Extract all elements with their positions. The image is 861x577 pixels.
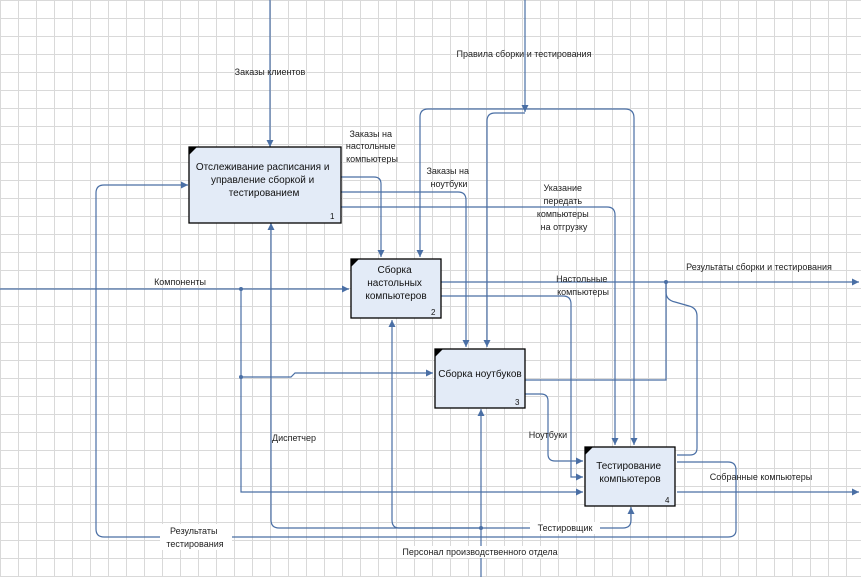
svg-text:Сборка ноутбуков: Сборка ноутбуков	[438, 368, 521, 380]
svg-text:Тестирование компьютеров: Тестирование компьютеров	[596, 461, 664, 485]
arrow-b4-results-loop[interactable]	[665, 282, 698, 456]
block-title-line: настольных	[367, 278, 422, 289]
label-laptop-orders: Заказы на ноутбуки	[426, 166, 471, 189]
block-tracking-management[interactable]: Отслеживание расписания и управление сбо…	[188, 146, 342, 224]
arrow-tester[interactable]	[481, 507, 635, 529]
block-title-line: Сборка ноутбуков	[438, 368, 521, 380]
arrow-rules-to-b3[interactable]	[483, 112, 525, 347]
label-components: Компоненты	[154, 277, 206, 287]
arrow-laptop-orders[interactable]	[341, 191, 470, 347]
label-desktop-orders: Заказы на настольные компьютеры	[346, 129, 398, 164]
block-title-line: тестированием	[229, 188, 300, 199]
label-test-results: Результаты тестирования	[166, 526, 223, 549]
junction-dot	[239, 375, 243, 379]
block-title-line: управление сборкой и	[211, 174, 314, 186]
block-number: 2	[431, 308, 436, 317]
arrow-labels: Заказы клиентов Правила сборки и тестиро…	[154, 49, 832, 558]
svg-text:Отслеживание расписания и: Отслеживание расписания и управление сбо…	[196, 162, 332, 199]
label-ship-instruction: Указание передать компьютеры на отгрузку	[537, 183, 591, 232]
arrow-rules-to-b4[interactable]	[525, 108, 638, 445]
arrow-rules-to-b2[interactable]	[416, 108, 525, 257]
junction-dot	[479, 526, 483, 530]
label-desktops: Настольные компьютеры	[556, 274, 610, 297]
arrow-components-to-b3[interactable]	[240, 289, 433, 378]
arrow-desktops-to-b4[interactable]	[413, 295, 583, 481]
label-assembled-computers: Собранные компьютеры	[710, 472, 812, 482]
arrow-dispatcher[interactable]	[267, 223, 481, 529]
block-number: 1	[330, 212, 335, 221]
junction-dot	[239, 287, 243, 291]
block-title-line: Сборка	[377, 264, 412, 276]
arrow-components-to-b4[interactable]	[240, 377, 583, 496]
block-title-line: компьютеров	[599, 474, 660, 485]
block-computer-testing[interactable]: Тестирование компьютеров 4	[584, 446, 676, 507]
arrow-laptops-out[interactable]	[521, 282, 667, 381]
block-laptop-assembly[interactable]: Сборка ноутбуков 3	[434, 348, 526, 409]
label-assembly-rules: Правила сборки и тестирования	[457, 49, 592, 59]
junction-dot	[664, 280, 668, 284]
svg-text:Сборка настольных: Сборка настольных компьютеров	[365, 264, 426, 302]
block-desktop-assembly[interactable]: Сборка настольных компьютеров 2	[350, 258, 442, 319]
label-client-orders: Заказы клиентов	[235, 67, 306, 77]
label-laptops: Ноутбуки	[529, 430, 567, 440]
block-number: 3	[515, 398, 520, 407]
block-title-line: Тестирование	[596, 461, 661, 472]
arrow-laptops-to-b4[interactable]	[521, 393, 583, 465]
arrow-ship-instruction[interactable]	[341, 206, 619, 445]
block-title-line: Отслеживание расписания и	[196, 162, 330, 173]
label-dispatcher: Диспетчер	[272, 433, 316, 443]
label-results-assembly: Результаты сборки и тестирования	[686, 262, 832, 272]
label-tester: Тестировщик	[538, 523, 593, 533]
arrow-desktop-orders[interactable]	[341, 176, 385, 257]
block-title-line: компьютеров	[365, 291, 426, 302]
arrow-test-results[interactable]	[95, 181, 737, 538]
block-number: 4	[665, 496, 670, 505]
label-staff: Персонал производственного отдела	[402, 547, 557, 557]
